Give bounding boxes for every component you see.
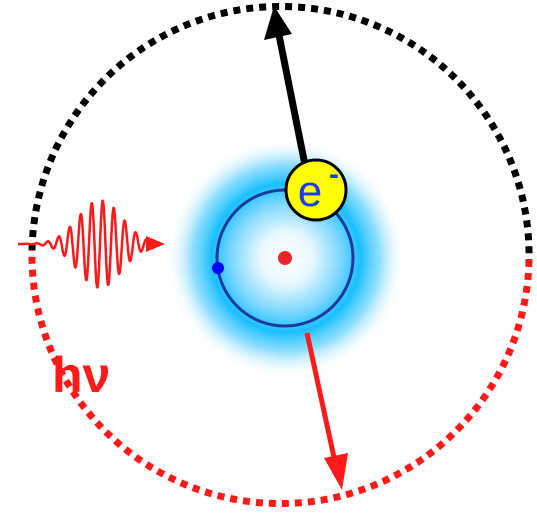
photon-energy-label: hν xyxy=(52,347,110,403)
photon-arrowhead xyxy=(146,236,165,252)
electron-arrowhead xyxy=(264,6,292,40)
nucleus xyxy=(278,251,292,265)
electron-charge: - xyxy=(329,158,339,191)
photon-wavepacket xyxy=(18,201,150,288)
electron-label: e xyxy=(298,167,322,216)
orbital-electron xyxy=(212,262,224,274)
outgoing-arrowhead xyxy=(324,453,348,490)
